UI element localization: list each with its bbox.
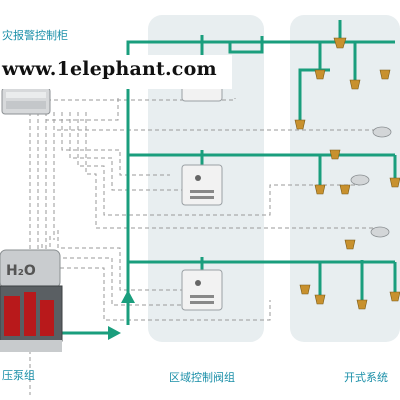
flow-arrow-right — [108, 326, 121, 340]
zone-valve-group-label: 区域控制阀组 — [169, 371, 235, 384]
detectors — [350, 126, 392, 238]
tank-mark: H₂O — [6, 263, 36, 279]
open-system-label: 开式系统 — [344, 371, 388, 384]
watermark: www.1elephant.com — [0, 55, 232, 89]
zone-valve-box-lower — [181, 269, 223, 311]
pump-group — [0, 249, 63, 352]
nozzles — [294, 37, 400, 310]
pump-group-label: 压泵组 — [2, 369, 35, 382]
watermark-text: www.1elephant.com — [2, 58, 217, 80]
fire-alarm-cabinet-label: 灾报警控制柜 — [2, 29, 68, 42]
signal-lines — [29, 98, 380, 395]
pipe-network — [60, 20, 397, 335]
zone-valve-box-middle — [181, 164, 223, 206]
fire-alarm-cabinet — [1, 87, 51, 115]
flow-arrow-up — [121, 290, 135, 303]
